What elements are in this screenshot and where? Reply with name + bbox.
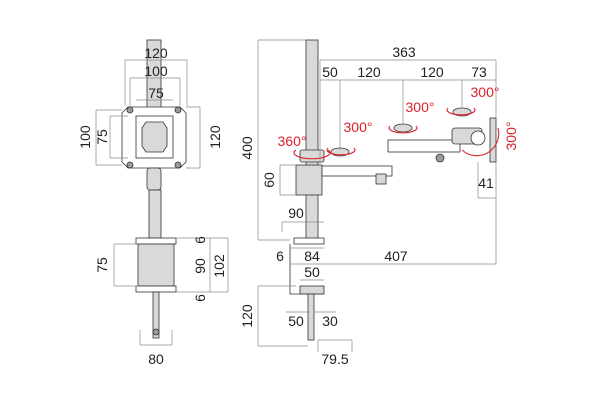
dim-line-75-left	[109, 115, 128, 159]
label-plate-height-inner: 75	[94, 129, 110, 145]
dim-line-120-top	[124, 59, 188, 106]
front-joint	[146, 167, 162, 191]
front-bolt-knob	[152, 328, 160, 336]
dim-line-seg-120a	[340, 79, 404, 124]
front-clamp-block	[137, 243, 175, 287]
dim-line-407	[290, 162, 497, 265]
rotation-arc-a	[326, 147, 356, 156]
rotation-arc-b	[388, 125, 418, 134]
label-vesa-small: 75	[148, 85, 164, 101]
label-base-width: 90	[288, 205, 304, 221]
side-pivot-cap-2	[393, 123, 413, 133]
side-tilt-pivot	[470, 130, 486, 146]
side-arm-knob	[375, 173, 387, 185]
label-bolt-width: 80	[148, 351, 164, 367]
rotation-arc-c	[446, 107, 476, 116]
dim-line-50	[320, 79, 341, 150]
label-desk-depth: 407	[384, 248, 408, 264]
label-clamp-block-height: 90	[192, 258, 208, 274]
dim-line-79-5	[317, 339, 353, 352]
label-segment-2: 120	[357, 64, 381, 80]
label-rotation-c: 300°	[471, 84, 500, 100]
front-clamp-bottom-plate	[135, 285, 177, 293]
front-pole	[148, 189, 162, 239]
label-vesa-inner: 100	[144, 63, 168, 79]
front-bolt	[152, 291, 160, 339]
side-arm-segment-1	[321, 165, 393, 177]
dim-line-363	[319, 59, 497, 164]
label-arm-height: 60	[261, 172, 277, 188]
label-rotation-360: 360°	[278, 133, 307, 149]
side-view: 363 50 120 120 73 400 60 90 6 84 407 41 …	[239, 39, 519, 367]
dim-line-60	[279, 164, 296, 196]
dim-line-clamp-right	[176, 237, 211, 293]
side-pole	[305, 39, 319, 241]
label-plate-height-outer: 100	[77, 125, 93, 149]
vesa-hole-tr	[174, 106, 182, 114]
label-rotation-a: 300°	[344, 119, 373, 135]
label-segment-3: 120	[420, 64, 444, 80]
dim-line-100-top	[129, 77, 181, 106]
label-clamp-offset: 6	[276, 248, 284, 264]
label-clamp-gap: 30	[322, 313, 338, 329]
label-clamp-top-offset: 6	[192, 236, 208, 244]
side-arm-segment-2	[387, 139, 461, 153]
vesa-plate-center	[141, 121, 168, 153]
vesa-plate-inner	[135, 115, 174, 159]
dim-line-seg-120b	[403, 79, 463, 108]
dim-line-80	[139, 330, 173, 346]
vesa-hole-br	[174, 161, 182, 169]
label-rotation-b: 300°	[406, 99, 435, 115]
label-clamp-inner: 50	[304, 264, 320, 280]
vesa-plate	[121, 106, 187, 169]
front-clamp-top-plate	[135, 237, 177, 245]
label-total-reach: 363	[392, 44, 416, 60]
label-rotation-tilt: 300°	[503, 122, 519, 151]
dim-line-100-left	[95, 109, 122, 166]
dim-line-41	[477, 162, 496, 199]
side-arm-base	[295, 164, 323, 196]
rotation-arc-tilt	[461, 127, 500, 157]
dim-line-90	[281, 221, 324, 232]
label-clamp-width: 84	[304, 248, 320, 264]
label-segment-1: 50	[322, 64, 338, 80]
label-clamp-lower: 50	[288, 313, 304, 329]
side-clamp-bolt	[307, 293, 315, 341]
side-vesa-plate	[489, 117, 497, 163]
label-vesa-outer: 120	[144, 45, 168, 61]
dim-line-120-clamp	[257, 285, 308, 347]
label-plate-height-right: 120	[207, 125, 223, 149]
side-pole-collar	[299, 149, 325, 163]
label-clamp-left-height: 75	[94, 257, 110, 273]
dim-line-75-clamp	[113, 243, 138, 287]
side-arm-joint	[435, 153, 445, 163]
dim-line-120-right	[186, 106, 201, 169]
vesa-hole-bl	[126, 161, 134, 169]
label-plate-depth: 41	[478, 175, 494, 191]
dim-line-400	[257, 39, 306, 241]
label-clamp-bottom-offset: 6	[192, 294, 208, 302]
label-pole-height: 400	[239, 136, 255, 160]
side-clamp-pad	[299, 285, 325, 295]
label-segment-4: 73	[471, 64, 487, 80]
label-clamp-total-height: 102	[211, 254, 227, 278]
vesa-hole-tl	[126, 106, 134, 114]
side-clamp-top	[293, 237, 325, 245]
label-clamp-foot: 79.5	[321, 351, 348, 367]
label-clamp-height: 120	[239, 304, 255, 328]
dim-line-102	[210, 237, 229, 293]
front-view: 120 100 75 100 75 120 75 6 90 102 6 80	[77, 39, 229, 367]
